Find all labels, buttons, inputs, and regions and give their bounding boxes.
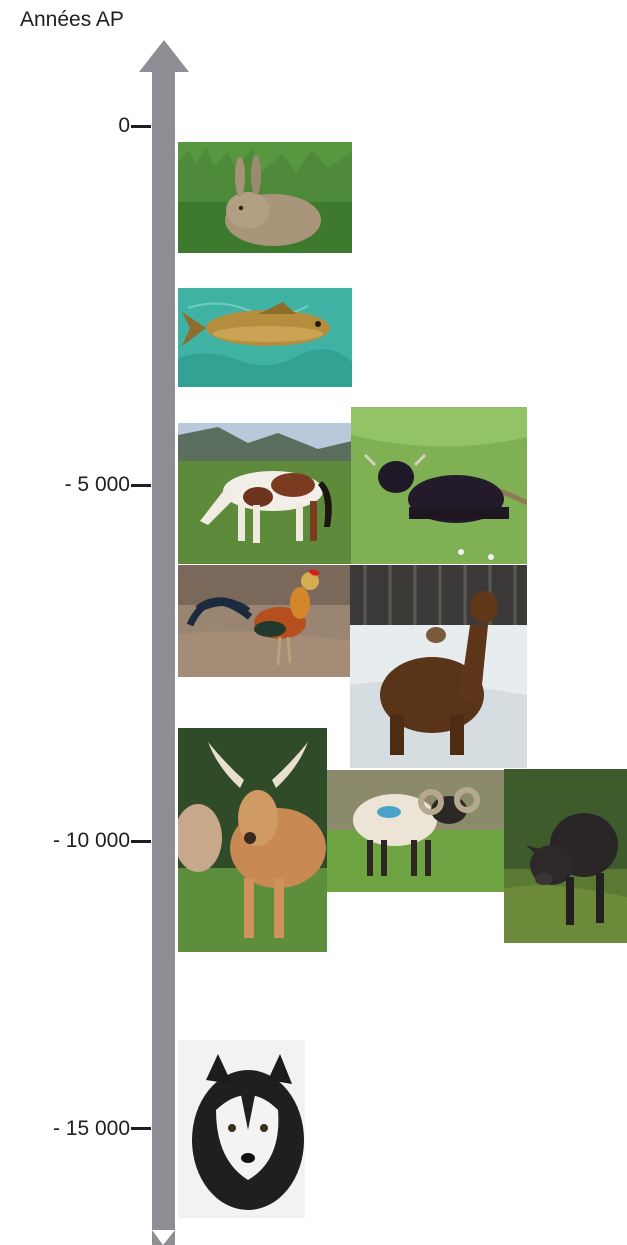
zebu-cattle-icon: [178, 728, 327, 952]
rooster-icon: [178, 565, 352, 677]
tick-mark-minus-15000: [131, 1127, 151, 1130]
tick-label-0: 0: [118, 114, 130, 137]
carp-fish-icon: [178, 288, 352, 387]
horse-icon: [178, 423, 352, 564]
alpaca-icon: [350, 565, 527, 768]
pig-icon: [504, 769, 627, 943]
tick-label-minus-10000: - 10 000: [52, 829, 130, 852]
tick-mark-minus-5000: [131, 484, 151, 487]
tick-mark-minus-10000: [131, 840, 151, 843]
rabbit-icon: [178, 142, 352, 253]
sheep-ram-icon: [327, 770, 504, 892]
tick-label-minus-5000: - 5 000: [64, 473, 130, 496]
tick-mark-0: [131, 125, 151, 128]
yak-icon: [351, 407, 527, 564]
tick-label-minus-15000: - 15 000: [52, 1117, 130, 1140]
axis-title: Années AP: [20, 8, 124, 31]
husky-dog-icon: [178, 1040, 305, 1218]
